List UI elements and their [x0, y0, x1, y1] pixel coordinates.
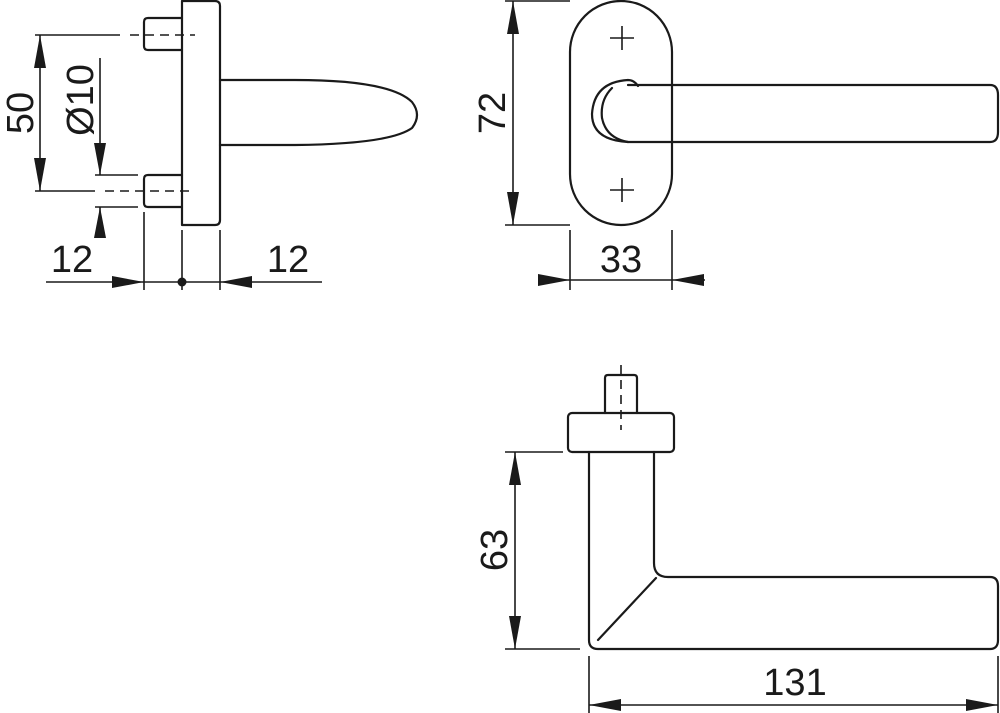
- lever-front: [590, 78, 1000, 144]
- dim-33-label: 33: [600, 239, 642, 281]
- bottom-pin: [142, 173, 184, 209]
- front-view: 72 33: [472, 0, 1000, 290]
- rose-plate-side: [180, 0, 222, 227]
- rose-oval: [568, 0, 674, 227]
- rose-top: [566, 411, 676, 454]
- dim-131-label: 131: [763, 662, 826, 704]
- dim-50-label: 50: [0, 92, 42, 134]
- dim-63-label: 63: [474, 529, 516, 571]
- dim-72-label: 72: [472, 92, 514, 134]
- dim-12-left-label: 12: [51, 239, 93, 281]
- top-view: 63 131: [474, 365, 1000, 713]
- spindle: [603, 373, 639, 415]
- lever-side: [218, 78, 419, 147]
- dim-12-right-label: 12: [267, 239, 309, 281]
- dim-diameter-label: Ø10: [60, 64, 102, 136]
- top-pin: [142, 16, 184, 52]
- screw-plus-icons: [610, 26, 634, 202]
- side-view: 50 Ø10 12 12: [0, 0, 419, 290]
- lever-top: [587, 450, 1000, 651]
